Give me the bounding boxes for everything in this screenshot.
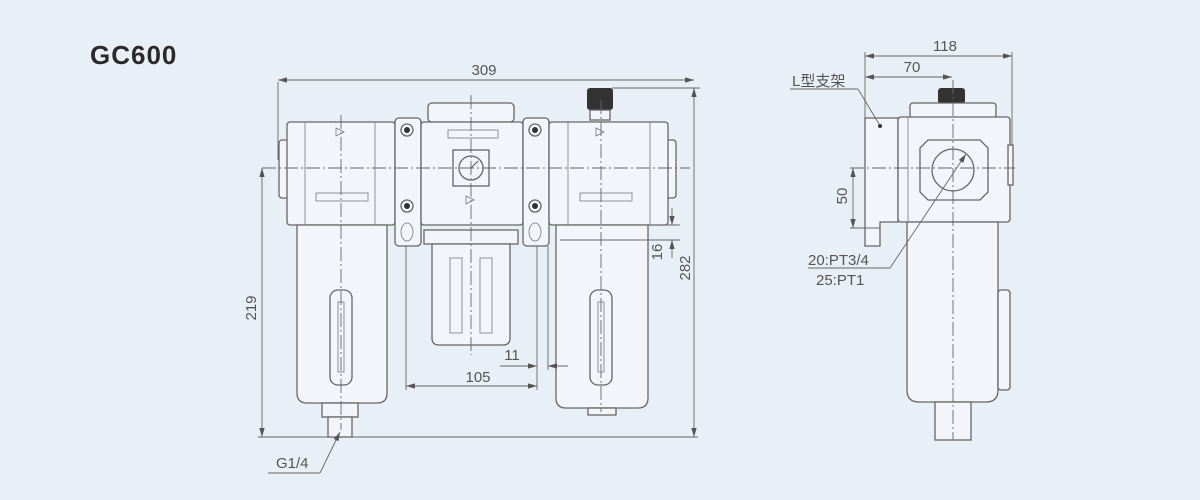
drain-valve (321, 402, 359, 418)
drain-thread-label: G1/4 (276, 455, 309, 472)
side-gauge-frame (919, 139, 989, 201)
dim-70: 70 (904, 59, 921, 76)
model-title: GC600 (90, 40, 178, 70)
side-bowl (906, 221, 999, 403)
port-label-25: 25:PT1 (816, 272, 864, 289)
bracket-label: L型支架 (792, 73, 845, 90)
dim-219: 219 (243, 295, 260, 320)
dim-118: 118 (933, 38, 957, 55)
side-view: 118 70 50 L型支架 20:PT3/4 25:PT1 (790, 38, 1015, 441)
front-view: 309 282 219 16 105 11 G1/4 (243, 62, 700, 474)
connector-left (394, 117, 422, 247)
l-bracket (864, 117, 899, 247)
port-label-20: 20:PT3/4 (808, 252, 869, 269)
lubricator-knob-icon (587, 88, 613, 110)
knob-stem (589, 109, 611, 121)
dim-309: 309 (471, 62, 496, 79)
side-knob-icon (938, 88, 965, 104)
dim-105: 105 (465, 369, 490, 386)
dim-282: 282 (677, 255, 694, 280)
dim-11: 11 (504, 347, 520, 364)
dim-50: 50 (834, 188, 851, 205)
connector-right (522, 117, 550, 247)
dim-16: 16 (649, 244, 666, 261)
